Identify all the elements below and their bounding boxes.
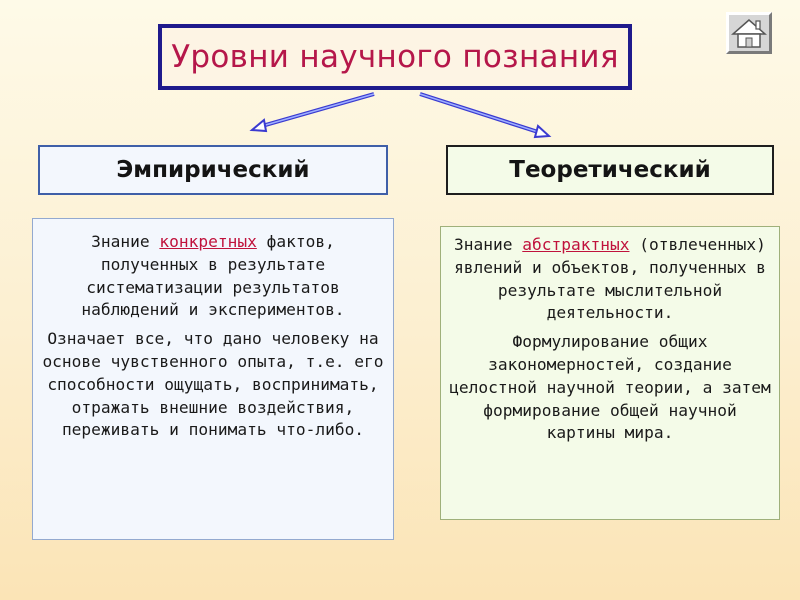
arrow-to-empirical — [249, 92, 375, 133]
theoretical-text-rest: (отвлеченных) явлений и объектов, получе… — [454, 235, 766, 323]
theoretical-paragraph-2: Формулирование общих закономерностей, со… — [449, 332, 771, 443]
empirical-paragraph-1: Знание конкретных фактов, полученных в р… — [39, 231, 387, 322]
theoretical-paragraph-1: Знание абстрактных (отвлеченных) явлений… — [447, 234, 773, 325]
home-icon — [731, 19, 767, 48]
theoretical-description: Знание абстрактных (отвлеченных) явлений… — [440, 226, 780, 520]
empirical-description: Знание конкретных фактов, полученных в р… — [32, 218, 394, 540]
empirical-text-rest: фактов, полученных в результате системат… — [81, 232, 345, 320]
empirical-heading: Эмпирический — [38, 145, 388, 195]
empirical-paragraph-2: Означает все, что дано человеку на основ… — [42, 329, 384, 440]
theoretical-heading: Теоретический — [446, 145, 774, 195]
arrow-to-theoretical — [419, 92, 552, 139]
home-button[interactable] — [726, 12, 772, 54]
empirical-highlight: конкретных — [159, 232, 257, 251]
empirical-text-lead: Знание — [91, 232, 160, 251]
page-title: Уровни научного познания — [158, 24, 632, 90]
theoretical-text-lead: Знание — [454, 235, 523, 254]
theoretical-highlight: абстрактных — [522, 235, 630, 254]
